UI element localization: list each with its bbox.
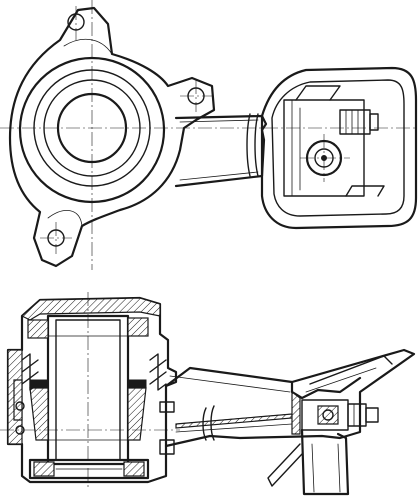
preload-spring [21,353,167,391]
connector-housing [260,66,418,230]
section-view [0,292,416,496]
housing-outline [8,6,216,268]
top-view [0,0,418,270]
release-bearing [28,458,150,480]
connector-nipple [339,109,371,135]
outlet-tube [300,428,350,496]
